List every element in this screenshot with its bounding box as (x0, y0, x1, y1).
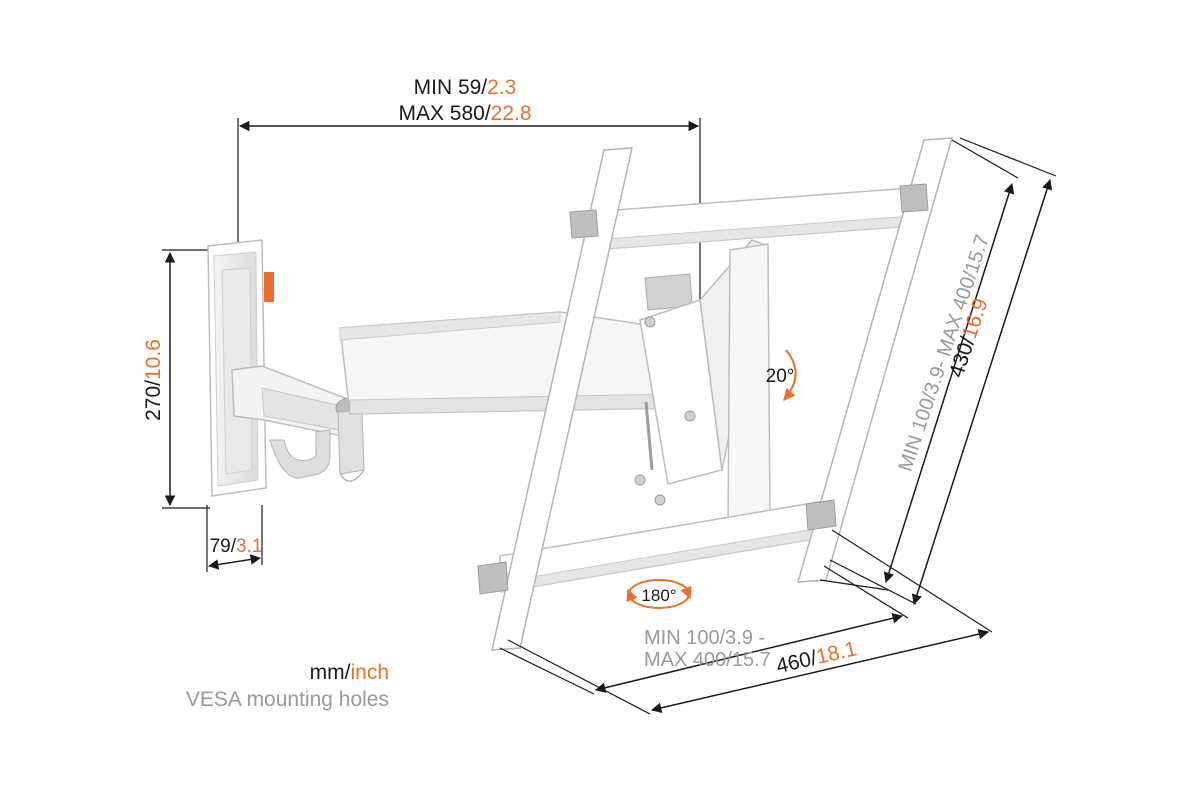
plate-width-dimension (206, 505, 263, 572)
tilt-angle-label: 20° (766, 366, 795, 387)
reach-min-label: MIN 59/2.3 (414, 76, 517, 99)
vesa-horizontal-min-label: MIN 100/3.9 - (644, 627, 765, 649)
tilt-head (634, 239, 771, 527)
plate-width-label: 79/3.1 (210, 536, 263, 557)
arm-assembly (231, 311, 681, 482)
bracket-width-dimension (507, 529, 993, 715)
rotate-angle-label: 180° (641, 586, 676, 605)
unit-legend: mm/inch (310, 661, 389, 684)
vesa-horizontal-max-label: MAX 400/15.7 (644, 649, 771, 671)
rotate-angle-icon (626, 579, 692, 609)
bracket-height-dimension (829, 137, 1057, 605)
lock-indicator (264, 272, 274, 302)
vesa-caption: VESA mounting holes (186, 688, 389, 711)
plate-height-label: 270/10.6 (142, 339, 165, 421)
plate-height-dimension (162, 249, 210, 509)
reach-max-label: MAX 580/22.8 (398, 102, 531, 125)
tilt-angle-icon (783, 349, 797, 401)
